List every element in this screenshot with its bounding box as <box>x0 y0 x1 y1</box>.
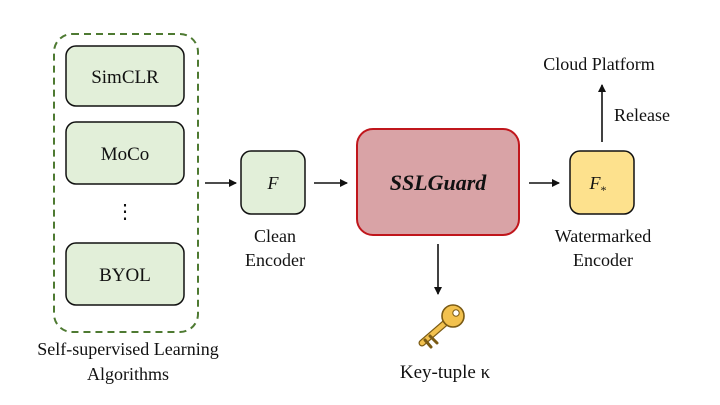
watermarked-encoder-label-line1: Watermarked <box>555 226 652 246</box>
algorithm-label-moco: MoCo <box>101 144 150 165</box>
key-tuple-label: Key-tuple κ <box>400 362 491 383</box>
algorithm-label-byol: BYOL <box>99 265 151 286</box>
algorithm-group-border <box>53 33 199 333</box>
sslguard-box <box>356 128 520 236</box>
watermarked-encoder-symbol-main: F <box>589 173 602 193</box>
algorithm-box-moco <box>65 121 185 185</box>
algorithm-group-label-line1: Self-supervised Learning <box>37 339 218 359</box>
watermarked-encoder-box <box>569 150 635 215</box>
clean-encoder-box <box>240 150 306 215</box>
release-label: Release <box>614 105 670 125</box>
cloud-platform-label: Cloud Platform <box>543 54 655 74</box>
sslguard-title: SSLGuard <box>390 170 488 195</box>
algorithm-group-label-line2: Algorithms <box>87 364 169 384</box>
algorithm-ellipsis: ⋮ <box>115 201 135 223</box>
clean-encoder-label-line1: Clean <box>254 226 296 246</box>
algorithm-box-simclr <box>65 45 185 107</box>
clean-encoder-label-line2: Encoder <box>245 250 305 270</box>
clean-encoder-symbol: F <box>267 173 280 193</box>
watermarked-encoder-symbol: F* <box>589 173 607 197</box>
key-icon <box>418 304 465 349</box>
watermarked-encoder-symbol-subscript: * <box>601 183 607 197</box>
algorithm-label-simclr: SimCLR <box>91 67 159 88</box>
algorithm-box-byol <box>65 242 185 306</box>
watermarked-encoder-label-line2: Encoder <box>573 250 633 270</box>
